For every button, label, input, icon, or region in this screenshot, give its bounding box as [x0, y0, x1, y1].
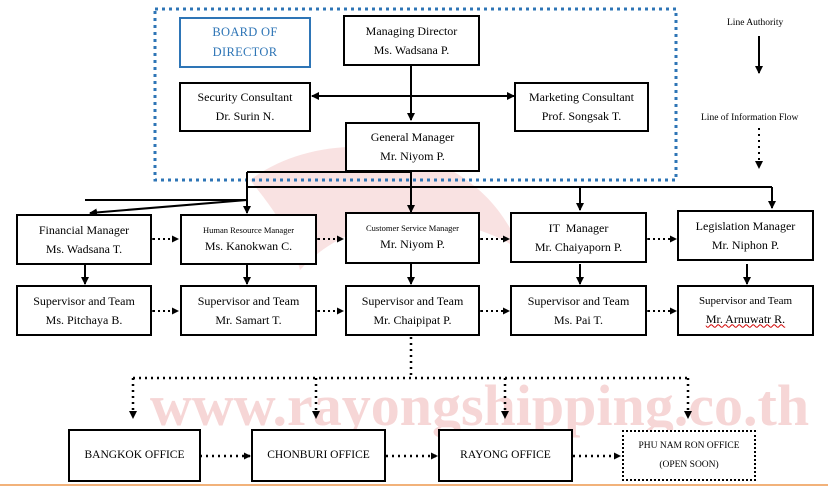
supervisor-name: Mr. Arnuwatr R.: [705, 311, 786, 326]
supervisor-title: Supervisor and Team: [361, 293, 464, 308]
supervisor-box-it: Supervisor and Team Ms. Pai T.: [510, 285, 647, 336]
manager-title: Legislation Manager: [695, 218, 796, 233]
supervisor-box-legislation: Supervisor and Team Mr. Arnuwatr R.: [677, 285, 814, 336]
manager-box-financial: Financial Manager Ms. Wadsana T.: [16, 214, 152, 265]
manager-title: Customer Service Manager: [366, 223, 459, 234]
general-manager-name: Mr. Niyom P.: [380, 149, 445, 163]
supervisor-title: Supervisor and Team: [527, 293, 630, 308]
supervisor-box-financial: Supervisor and Team Ms. Pitchaya B.: [16, 285, 152, 336]
manager-name: Mr. Niyom P.: [380, 237, 445, 252]
marketing-consultant-box: Marketing Consultant Prof. Songsak T.: [514, 82, 649, 132]
legend-line-information: Line of Information Flow: [701, 113, 799, 123]
office-name: PHU NAM RON OFFICE: [638, 441, 740, 452]
supervisor-name: Mr. Chaipipat P.: [373, 312, 452, 327]
manager-title: Financial Manager: [38, 222, 130, 237]
supervisor-box-human-resource: Supervisor and Team Mr. Samart T.: [180, 285, 317, 336]
managing-director-title: Managing Director: [365, 23, 458, 38]
supervisor-title: Supervisor and Team: [698, 294, 793, 307]
board-line2: DIRECTOR: [212, 44, 278, 59]
manager-name: Ms. Kanokwan C.: [204, 238, 293, 253]
security-consultant-box: Security Consultant Dr. Surin N.: [179, 82, 311, 132]
office-note: (OPEN SOON): [659, 459, 719, 470]
manager-box-customer-service: Customer Service Manager Mr. Niyom P.: [345, 212, 480, 264]
office-box-rayong: RAYONG OFFICE: [438, 429, 573, 482]
marketing-consultant-name: Prof. Songsak T.: [541, 109, 622, 123]
office-name: RAYONG OFFICE: [460, 448, 551, 461]
supervisor-box-customer-service: Supervisor and Team Mr. Chaipipat P.: [345, 285, 480, 336]
manager-name: Mr. Niphon P.: [711, 237, 780, 252]
board-line1: BOARD OF: [212, 25, 278, 40]
supervisor-title: Supervisor and Team: [33, 293, 135, 308]
office-name: BANGKOK OFFICE: [84, 448, 185, 461]
managing-director-box: Managing Director Ms. Wadsana P.: [343, 15, 480, 66]
board-of-director-box: BOARD OF DIRECTOR: [179, 17, 311, 68]
manager-box-legislation: Legislation Manager Mr. Niphon P.: [677, 210, 814, 261]
board-group-frame: [153, 7, 678, 182]
security-consultant-title: Security Consultant: [197, 90, 293, 105]
security-consultant-name: Dr. Surin N.: [215, 109, 275, 123]
manager-name: Mr. Chaiyaporn P.: [534, 239, 623, 254]
manager-name: Ms. Wadsana T.: [45, 241, 123, 256]
office-box-chonburi: CHONBURI OFFICE: [251, 429, 386, 482]
supervisor-title: Supervisor and Team: [197, 293, 300, 308]
manager-title: Human Resource Manager: [202, 224, 295, 235]
supervisor-name: Ms. Pitchaya B.: [45, 312, 123, 327]
office-box-phu-nam-ron: PHU NAM RON OFFICE (OPEN SOON): [622, 430, 756, 481]
supervisor-name: Mr. Samart T.: [215, 312, 282, 327]
manager-box-it: IT Manager Mr. Chaiyaporn P.: [510, 212, 647, 263]
supervisor-name: Ms. Pai T.: [554, 312, 603, 327]
marketing-consultant-title: Marketing Consultant: [529, 90, 634, 105]
general-manager-box: General Manager Mr. Niyom P.: [345, 122, 480, 172]
office-box-bangkok: BANGKOK OFFICE: [68, 429, 201, 482]
managing-director-name: Ms. Wadsana P.: [373, 42, 450, 57]
office-name: CHONBURI OFFICE: [267, 448, 370, 461]
manager-box-human-resource: Human Resource Manager Ms. Kanokwan C.: [180, 214, 317, 265]
general-manager-title: General Manager: [370, 130, 455, 145]
manager-title: IT Manager: [548, 220, 609, 235]
legend-line-authority: Line Authority: [727, 18, 784, 28]
